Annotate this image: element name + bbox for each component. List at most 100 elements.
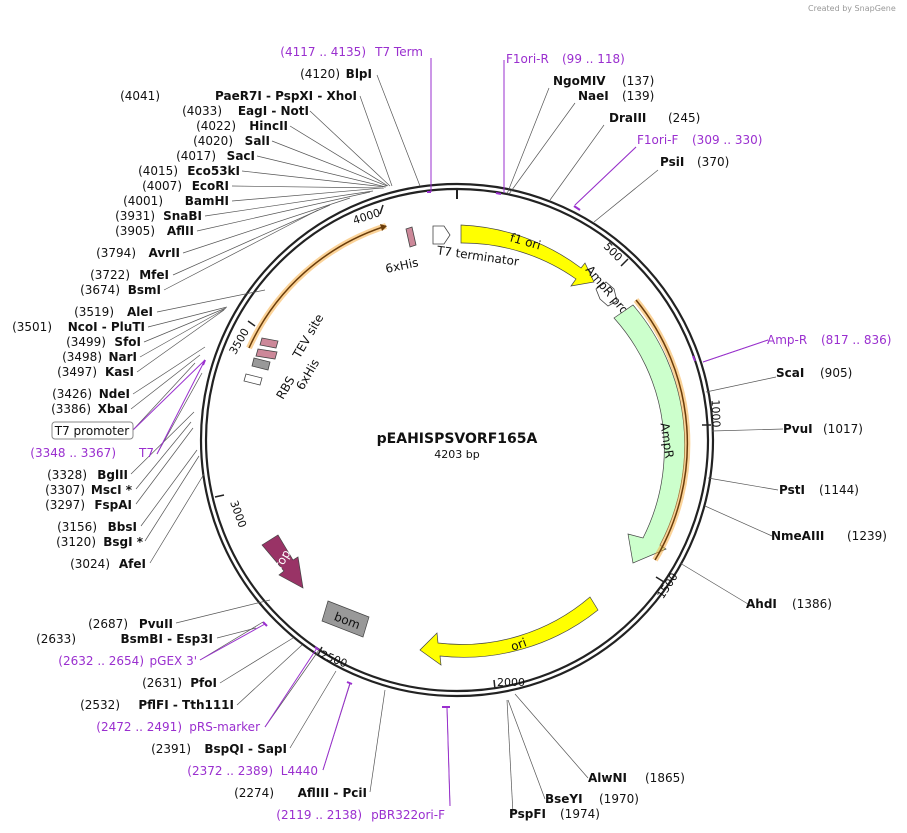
bspqi-pos: (2391) bbox=[151, 742, 191, 756]
t7-promoter-box bbox=[51, 421, 134, 440]
avrii-pos: (3794) bbox=[96, 246, 136, 260]
snabi-pos: (3931) bbox=[115, 209, 155, 223]
paer7i-pos: (4041) bbox=[120, 89, 160, 103]
mfei-pos: (3722) bbox=[90, 268, 130, 282]
kasi-pos: (3497) bbox=[57, 365, 97, 379]
sali-pos: (4020) bbox=[193, 134, 233, 148]
t7-primer-name: T7 bbox=[138, 446, 154, 460]
saci-name: SacI bbox=[227, 149, 255, 163]
tev-site-label: TEV site bbox=[290, 312, 327, 362]
bsmbi-name: BsmBI - Esp3I bbox=[121, 632, 213, 646]
orf-right bbox=[635, 299, 689, 561]
ecori-pos: (4007) bbox=[142, 179, 182, 193]
backbone-outer bbox=[199, 182, 715, 698]
rop-arrow bbox=[261, 534, 304, 589]
sfoi-pos: (3499) bbox=[66, 335, 106, 349]
xbai-pos: (3386) bbox=[51, 402, 91, 416]
draiii-name: DraIII bbox=[609, 111, 646, 125]
his-tag-top-label: 6xHis bbox=[384, 255, 420, 276]
ampr-arrow bbox=[613, 304, 686, 564]
bsgi-pos: (3120) bbox=[56, 535, 96, 549]
psti-name: PstI bbox=[779, 483, 805, 497]
tick-3000: 3000 bbox=[227, 499, 249, 530]
bglii-name: BglII bbox=[97, 468, 128, 482]
naei-name: NaeI bbox=[578, 89, 609, 103]
kasi-name: KasI bbox=[105, 365, 134, 379]
snapgene-credit: Created by SnapGene bbox=[808, 4, 896, 13]
prsmarker-pos: (2472 .. 2491) bbox=[96, 720, 182, 734]
t7-terminator-arrow bbox=[432, 225, 451, 245]
nari-pos: (3498) bbox=[62, 350, 102, 364]
l4440-name: L4440 bbox=[281, 764, 318, 778]
snabi-name: SnaBI bbox=[163, 209, 202, 223]
nari-name: NarI bbox=[108, 350, 137, 364]
nmeaiii-name: NmeAIII bbox=[771, 529, 824, 543]
bbsi-name: BbsI bbox=[108, 520, 137, 534]
naei-pos: (139) bbox=[622, 89, 654, 103]
bamhi-name: BamHI bbox=[185, 194, 229, 208]
f1-ori-arrow bbox=[460, 224, 595, 287]
bsgi-name: BsgI * bbox=[103, 535, 144, 549]
blpi-name: BlpI bbox=[346, 67, 372, 81]
pfoi-pos: (2631) bbox=[142, 676, 182, 690]
xbai-name: XbaI bbox=[98, 402, 128, 416]
scai-pos: (905) bbox=[820, 366, 852, 380]
eco53ki-pos: (4015) bbox=[138, 164, 178, 178]
sali-name: SalI bbox=[245, 134, 270, 148]
pflfi-pos: (2532) bbox=[80, 698, 120, 712]
alwni-pos: (1865) bbox=[645, 771, 685, 785]
pflfi-name: PflFI - Tth111I bbox=[138, 698, 234, 712]
rbs-label: RBS bbox=[274, 374, 298, 402]
pspfi-pos: (1974) bbox=[560, 807, 600, 821]
afliii-pos: (2274) bbox=[234, 786, 274, 800]
hincii-name: HincII bbox=[249, 119, 288, 133]
bsmbi-pos: (2633) bbox=[36, 632, 76, 646]
pvuii-pos: (2687) bbox=[88, 617, 128, 631]
ncoi-pos: (3501) bbox=[12, 320, 52, 334]
alwni-name: AlwNI bbox=[588, 771, 627, 785]
ampr-label: AmpR bbox=[658, 422, 677, 459]
paer7i-name: PaeR7I - PspXI - XhoI bbox=[215, 89, 357, 103]
pgex3-pos: (2632 .. 2654) bbox=[58, 654, 144, 668]
pbr322-pos: (2119 .. 2138) bbox=[276, 808, 362, 822]
t7-promoter-arrow bbox=[243, 373, 263, 386]
left-labels: (4120) BlpI (4041) PaeR7I - PspXI - XhoI… bbox=[12, 45, 445, 822]
bsmi-pos: (3674) bbox=[80, 283, 120, 297]
alei-name: AleI bbox=[127, 305, 153, 319]
plasmid-name: pEAHISPSVORF165A bbox=[377, 431, 538, 447]
ecori-name: EcoRI bbox=[192, 179, 229, 193]
bom-box bbox=[321, 600, 370, 638]
ngomiv-pos: (137) bbox=[622, 74, 654, 88]
fspai-name: FspAI bbox=[94, 498, 132, 512]
saci-pos: (4017) bbox=[176, 149, 216, 163]
f1orir-name: F1ori-R bbox=[506, 52, 549, 66]
pvui-pos: (1017) bbox=[823, 422, 863, 436]
t7term-pos: (4117 .. 4135) bbox=[280, 45, 366, 59]
t7term-name: T7 Term bbox=[374, 45, 423, 59]
afiii-pos: (3905) bbox=[115, 224, 155, 238]
primer-connectors bbox=[131, 58, 769, 807]
sfoi-name: SfoI bbox=[114, 335, 141, 349]
his-tag-left-label: 6xHis bbox=[293, 357, 322, 393]
hincii-pos: (4022) bbox=[196, 119, 236, 133]
ngomiv-name: NgoMIV bbox=[553, 74, 606, 88]
eco53ki-name: Eco53kI bbox=[187, 164, 240, 178]
mfei-name: MfeI bbox=[139, 268, 169, 282]
afiii-name: AflII bbox=[167, 224, 194, 238]
ampr-primer-name: Amp-R bbox=[767, 333, 807, 347]
t7-promoter-label: T7 promoter bbox=[54, 424, 130, 438]
psti-pos: (1144) bbox=[819, 483, 859, 497]
bspqi-name: BspQI - SapI bbox=[204, 742, 287, 756]
ori-arrow bbox=[419, 596, 599, 666]
ampr-promoter-arrow bbox=[595, 281, 618, 307]
orf-left bbox=[248, 225, 387, 349]
tick-2500: 2500 bbox=[318, 648, 349, 671]
prsmarker-name: pRS-marker bbox=[189, 720, 260, 734]
bseyi-name: BseYI bbox=[545, 792, 583, 806]
nmeaiii-pos: (1239) bbox=[847, 529, 887, 543]
his-tag-top bbox=[405, 226, 417, 248]
f1orir-pos: (99 .. 118) bbox=[562, 52, 625, 66]
ndei-name: NdeI bbox=[99, 387, 130, 401]
ampr-primer-pos: (817 .. 836) bbox=[821, 333, 891, 347]
